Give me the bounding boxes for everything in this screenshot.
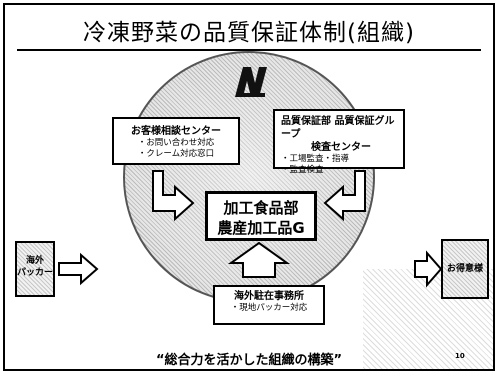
processed-food-department: 加工食品部 農産加工品G [205,191,317,241]
arrow-up-to-center [227,241,291,278]
arrow-left-to-center [152,170,195,222]
customer-consultation-center: お客様相談センター ・お問い合わせ対応 ・クレーム対応窓口 [112,117,240,165]
packer-line1: 海外 [25,256,44,266]
overseas-office: 海外駐在事務所 ・現地パッカー対応 [213,285,325,325]
customers-label: お得意様 [446,263,483,274]
footer-slogan: “総合力を活かした組織の構築” [155,353,343,368]
flow-arrows [58,170,443,288]
quality-dept-item: ・監査検査 [281,165,324,175]
title-divider [17,49,481,51]
packer-line2: パッカー [17,268,54,278]
slide-title: 冷凍野菜の品質保証体制(組織) [83,20,415,46]
customer-center-item: ・お問い合わせ対応 [137,138,215,148]
inspection-center-title: 検査センター [311,142,371,153]
company-logo-icon [235,67,267,97]
overseas-packer: 海外 パッカー [15,241,55,297]
customer-center-title: お客様相談センター [131,126,221,137]
overseas-office-item: ・現地パッカー対応 [230,303,308,313]
quality-dept-item: ・工場監査・指導 [281,154,350,164]
customer-center-item: ・クレーム対応窓口 [137,149,215,159]
arrow-packer-in [58,252,99,286]
quality-assurance-department: 品質保証部 品質保証グループ 検査センター ・工場監査・指導 ・監査検査 [273,109,405,175]
center-dept-line2: 農産加工品G [217,219,305,237]
quality-dept-title: 品質保証部 品質保証グループ [281,116,395,140]
slide-frame: 冷凍野菜の品質保証体制(組織) お客様相談センター ・お問い合わせ対応 ・クレー… [3,3,495,371]
page-number: 10 [455,352,465,360]
arrow-customers-out [414,250,443,288]
overseas-office-title: 海外駐在事務所 [234,291,304,302]
arrow-right-to-center [323,170,366,222]
center-dept-line1: 加工食品部 [223,199,299,217]
